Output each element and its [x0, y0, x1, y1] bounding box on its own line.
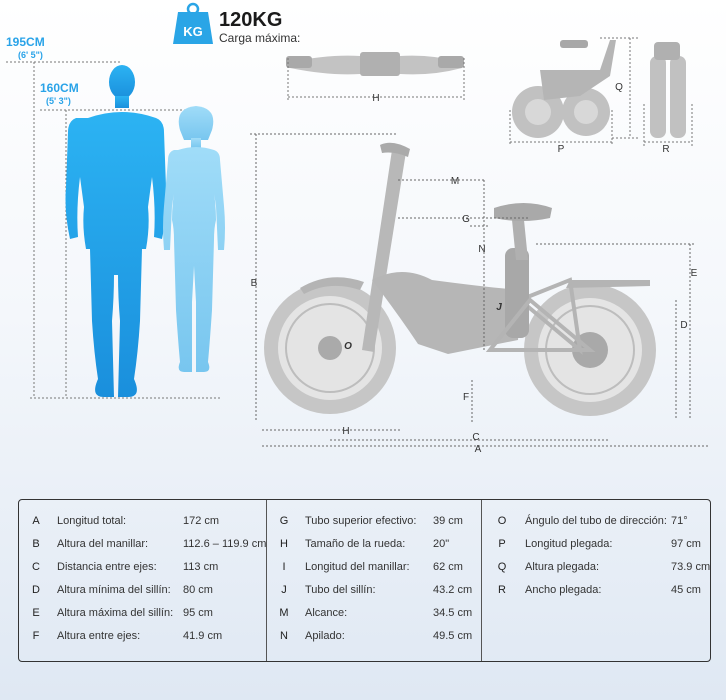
dim-label-o: O: [344, 341, 352, 352]
dim-label-j: J: [496, 302, 502, 313]
height-guides: [6, 61, 220, 399]
bike-side-view: [264, 142, 656, 416]
dim-label-e: E: [691, 268, 698, 279]
dim-label-p: P: [558, 144, 565, 155]
max-load-caption: Carga máxima:: [219, 31, 300, 45]
dim-label-a: A: [475, 444, 482, 455]
weight-icon: KG: [173, 2, 213, 44]
dim-label-i: H: [372, 93, 379, 104]
bike-dimension-lines: [250, 133, 710, 447]
dim-label-b: B: [251, 278, 258, 289]
female-figure: [163, 106, 225, 372]
dimension-line-p: [509, 110, 613, 146]
female-height-cm: 160CM: [40, 81, 79, 95]
folded-bike-front: [650, 42, 686, 138]
dim-label-g: G: [462, 214, 470, 225]
dim-label-f: F: [463, 392, 469, 403]
dim-label-h: H: [342, 426, 349, 437]
column-divider: [481, 500, 482, 661]
dim-label-q: Q: [615, 82, 623, 93]
dim-label-d: D: [680, 320, 687, 331]
dim-label-m: M: [451, 176, 459, 187]
folded-bike-side: [512, 40, 616, 138]
kg-badge-text: KG: [183, 24, 203, 39]
dimension-line-i: [287, 58, 465, 100]
column-divider: [266, 500, 267, 661]
max-load-value: 120KG: [219, 9, 282, 31]
male-figure: [65, 65, 167, 397]
dimension-line-r: [643, 104, 693, 148]
male-height-cm: 195CM: [6, 35, 45, 49]
dim-label-n: N: [478, 244, 485, 255]
dimension-line-q: [600, 37, 640, 139]
dim-label-c: C: [472, 432, 479, 443]
handlebar-top-view: [286, 52, 464, 76]
dim-label-r: R: [662, 144, 669, 155]
female-height-ft: (5' 3"): [46, 96, 71, 106]
male-height-ft: (6' 5"): [18, 50, 43, 60]
